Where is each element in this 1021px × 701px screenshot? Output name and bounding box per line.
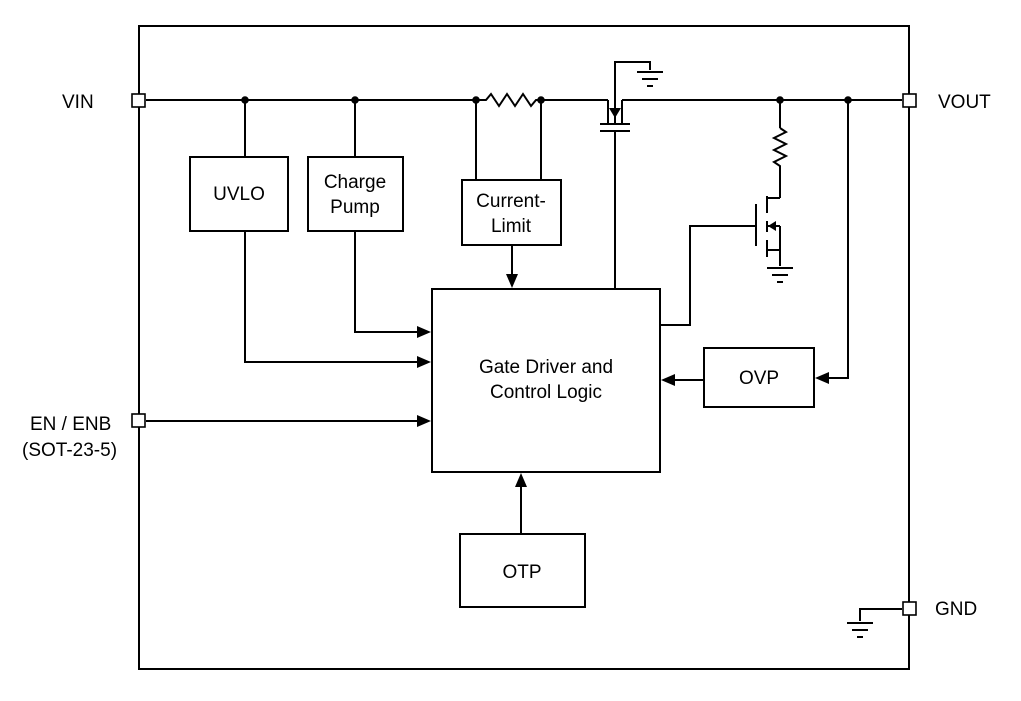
current-limit-block [461, 179, 562, 246]
sense-resistor [476, 92, 608, 108]
charge-pump-label-2: Pump [330, 197, 380, 218]
gate-driver-label-1: Gate Driver and [479, 357, 613, 378]
gnd-label: GND [935, 599, 977, 620]
en-package-note: (SOT-23-5) [22, 440, 117, 461]
vin-pin [131, 93, 146, 108]
gate-driver-block [431, 288, 661, 473]
charge-pump-label-1: Charge [324, 172, 386, 193]
current-limit-label-1: Current- [476, 191, 546, 212]
otp-block [459, 533, 586, 608]
vout-label: VOUT [938, 92, 991, 113]
charge-pump-block [307, 156, 404, 232]
vin-rail [146, 92, 608, 108]
vout-rail [622, 96, 902, 104]
gnd-connection [847, 608, 902, 638]
ovp-sense-wire [826, 100, 849, 379]
uvlo-block [189, 156, 289, 232]
otp-label: OTP [502, 562, 541, 583]
en-pin [131, 413, 146, 428]
package-outline [138, 25, 910, 670]
gate-driver-label-2: Control Logic [490, 382, 602, 403]
en-label: EN / ENB [30, 414, 111, 435]
vout-pin [902, 93, 917, 108]
gnd-pin [902, 601, 917, 616]
discharge-resistor [771, 127, 789, 198]
discharge-circuit [660, 100, 793, 326]
uvlo-label: UVLO [213, 184, 265, 205]
ovp-block [703, 347, 815, 408]
current-limit-label-2: Limit [491, 216, 532, 237]
vin-label: VIN [62, 92, 94, 113]
ovp-label: OVP [739, 368, 779, 389]
pass-mosfet [600, 61, 663, 289]
